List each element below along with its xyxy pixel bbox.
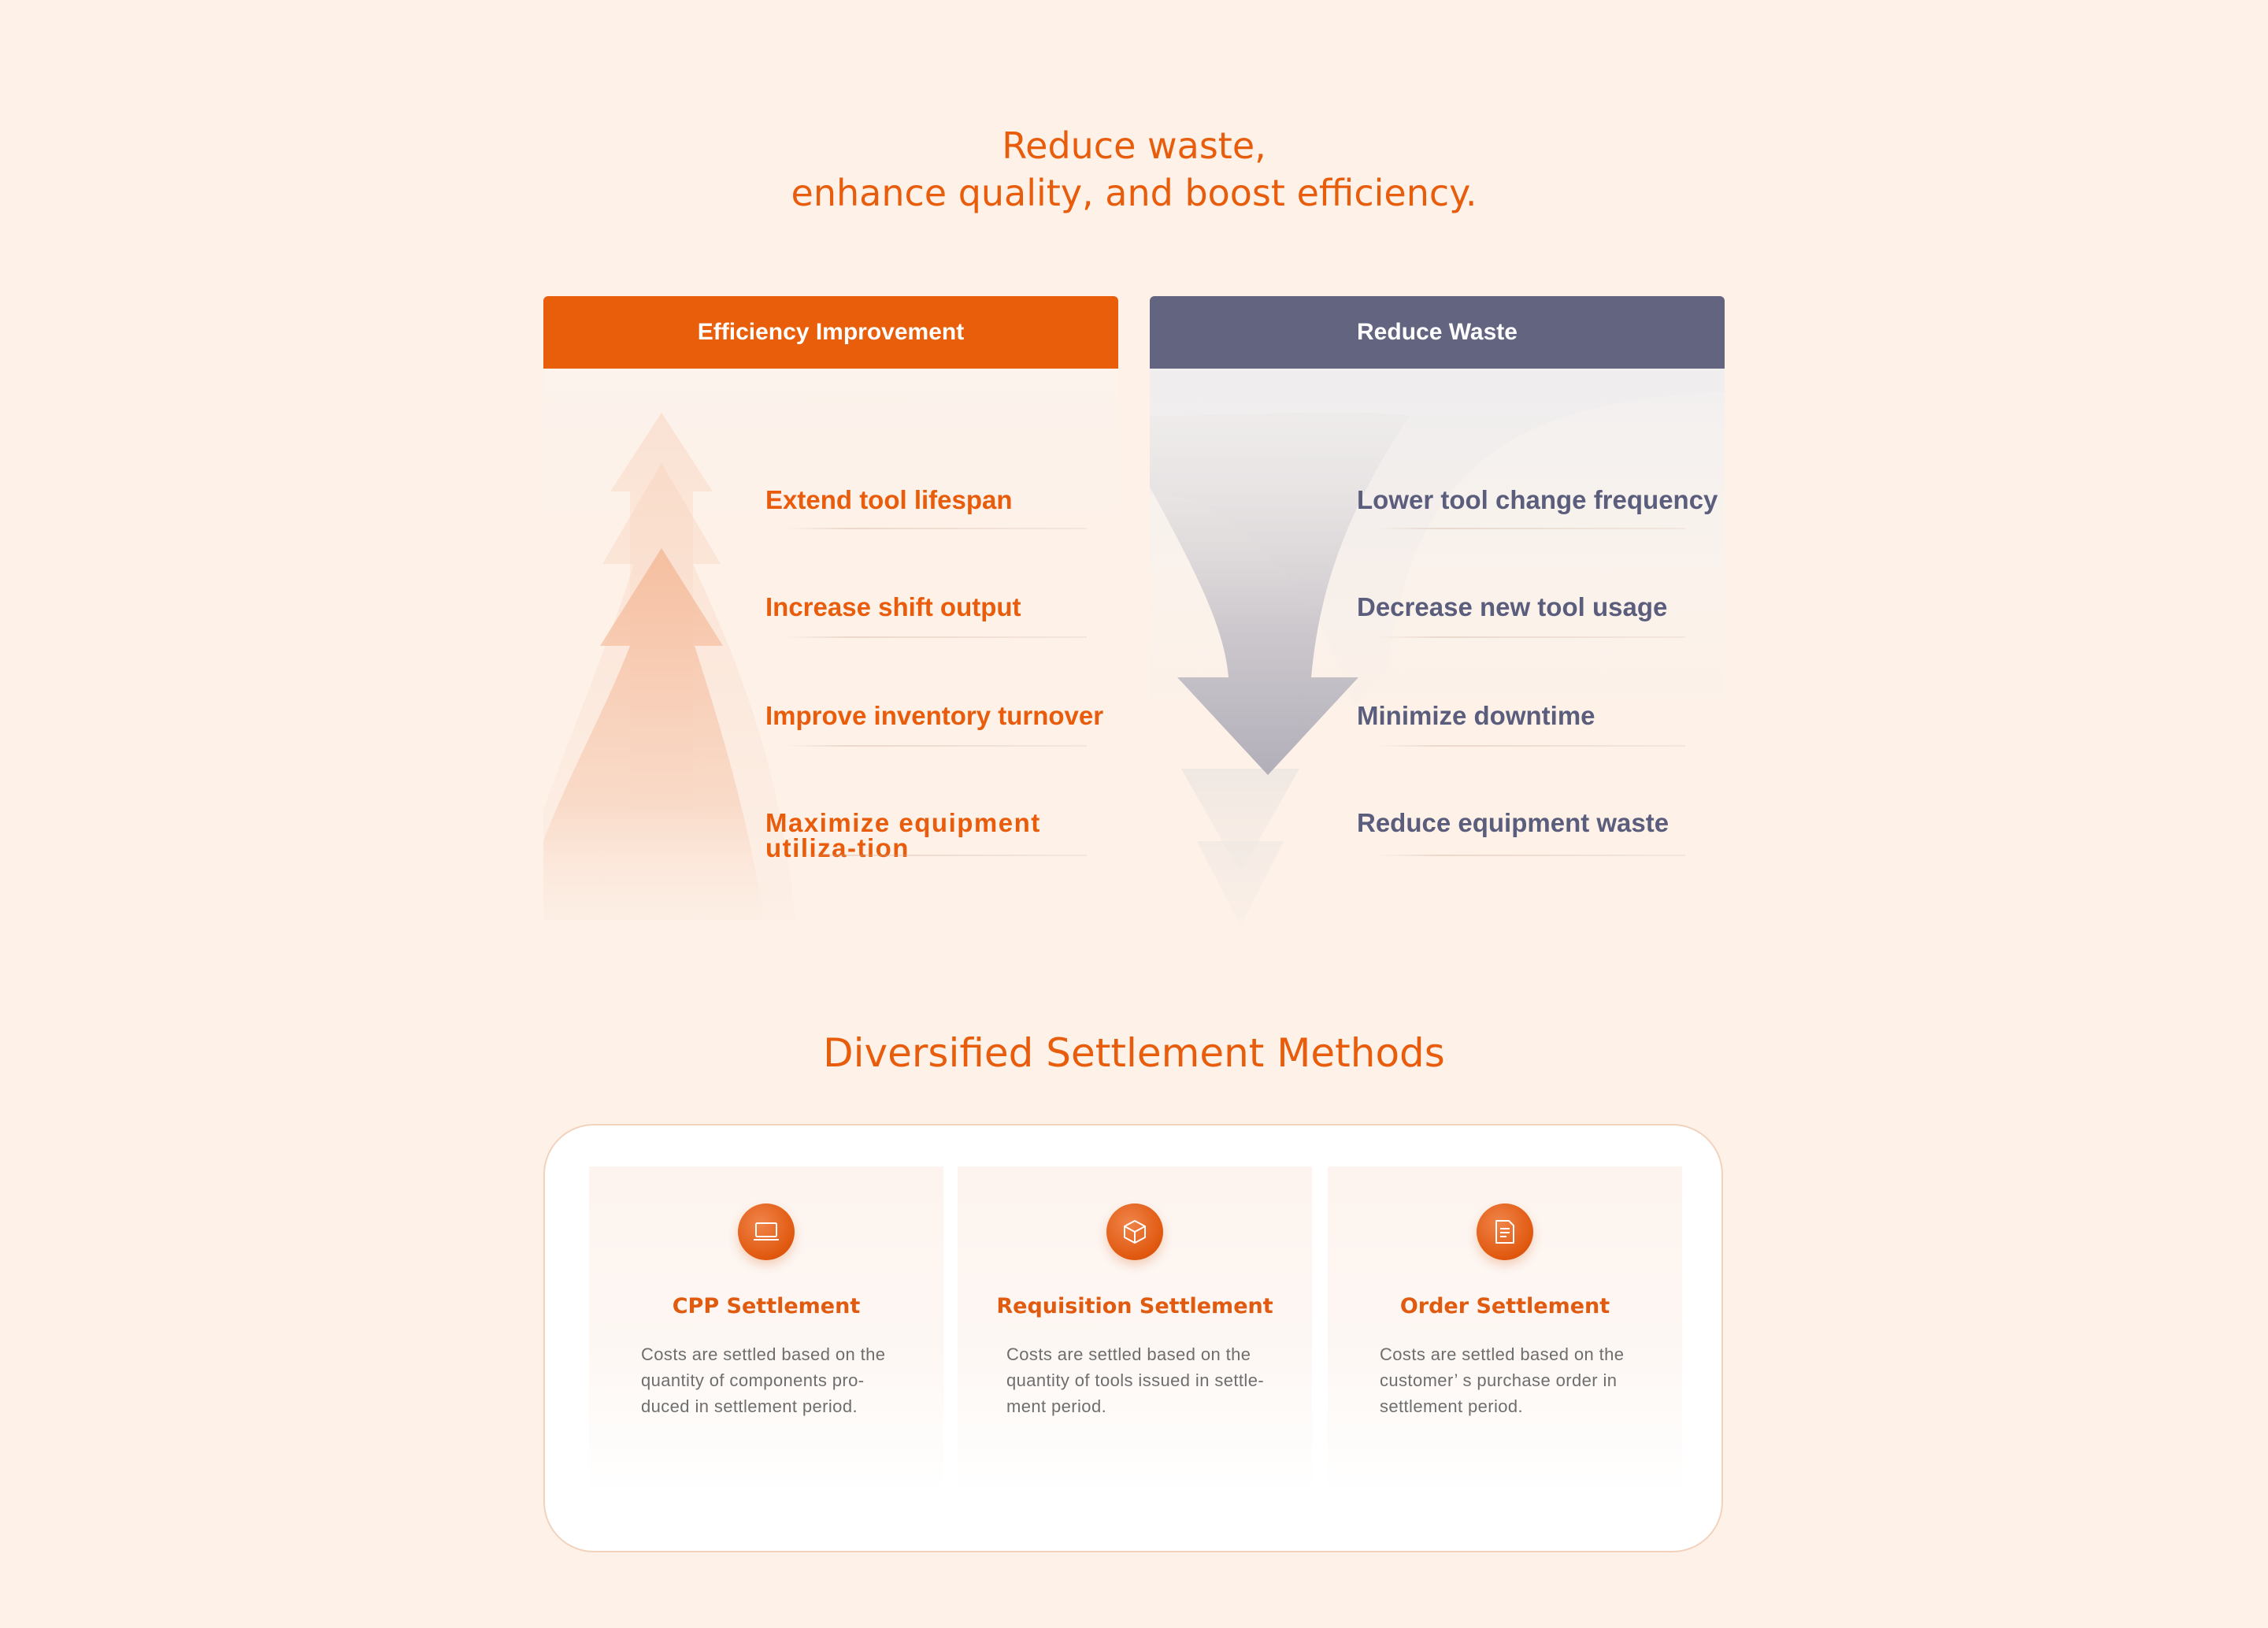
efficiency-item-4: Maximize equipment utiliza-tion	[765, 808, 1041, 862]
settlement-card-desc: Costs are settled based on the customer’…	[1380, 1344, 1625, 1416]
up-arrow-front	[543, 548, 764, 920]
box-icon	[1106, 1203, 1163, 1260]
settlement-container: CPP Settlement Costs are settled based o…	[543, 1124, 1723, 1552]
down-arrows-graphic	[1150, 369, 1725, 926]
hero-title: Reduce waste, enhance quality, and boost…	[0, 122, 2268, 217]
waste-item-3: Minimize downtime	[1357, 701, 1595, 730]
up-arrows-graphic	[543, 413, 795, 920]
settlement-card-title: CPP Settlement	[672, 1294, 861, 1318]
document-icon	[1477, 1203, 1533, 1260]
settlement-card-desc: Costs are settled based on the quantity …	[1006, 1344, 1265, 1416]
down-arrow-main	[1150, 412, 1410, 775]
efficiency-item-4-divider	[788, 855, 1087, 856]
efficiency-panel-header: Efficiency Improvement	[543, 296, 1118, 369]
efficiency-panel: Efficiency Improvement Extend tool lifes…	[543, 296, 1118, 950]
settlement-card-cpp: CPP Settlement Costs are settled based o…	[589, 1166, 943, 1493]
waste-item-2-divider	[1378, 636, 1685, 638]
settlement-card-title: Order Settlement	[1399, 1294, 1610, 1318]
laptop-icon	[738, 1203, 795, 1260]
waste-item-4-divider	[1378, 855, 1685, 856]
down-arrow-tail-3	[1197, 841, 1284, 926]
settlement-card-title: Requisition Settlement	[996, 1294, 1273, 1318]
efficiency-item-1: Extend tool lifespan	[765, 485, 1013, 514]
waste-item-2: Decrease new tool usage	[1357, 592, 1668, 621]
waste-panel-header: Reduce Waste	[1150, 296, 1725, 369]
waste-panel-body: Lower tool change frequency Decrease new…	[1150, 369, 1725, 950]
settlement-card-desc: Costs are settled based on the quantity …	[641, 1344, 886, 1416]
settlement-section-title: Diversified Settlement Methods	[823, 1030, 1445, 1076]
hero-title-line-2: enhance quality, and boost efficiency.	[791, 172, 1477, 214]
efficiency-panel-body: Extend tool lifespan Increase shift outp…	[543, 369, 1118, 950]
waste-item-3-divider	[1378, 745, 1685, 747]
waste-panel: Reduce Waste	[1150, 296, 1725, 950]
waste-item-1: Lower tool change frequency	[1357, 485, 1718, 514]
settlement-card-requisition: Requisition Settlement Costs are settled…	[958, 1166, 1312, 1493]
waste-panel-title: Reduce Waste	[1357, 319, 1518, 345]
efficiency-item-3-divider	[788, 745, 1087, 747]
down-arrow-tail-2	[1181, 769, 1299, 873]
settlement-card-order: Order Settlement Costs are settled based…	[1328, 1166, 1682, 1493]
efficiency-item-2: Increase shift output	[765, 592, 1021, 621]
efficiency-item-3: Improve inventory turnover	[765, 701, 1104, 730]
waste-item-4: Reduce equipment waste	[1357, 808, 1670, 837]
efficiency-item-1-divider	[788, 528, 1087, 529]
efficiency-item-2-divider	[788, 636, 1087, 638]
hero-title-line-1: Reduce waste,	[1002, 124, 1266, 167]
efficiency-panel-title: Efficiency Improvement	[697, 319, 965, 345]
waste-item-1-divider	[1378, 528, 1685, 529]
